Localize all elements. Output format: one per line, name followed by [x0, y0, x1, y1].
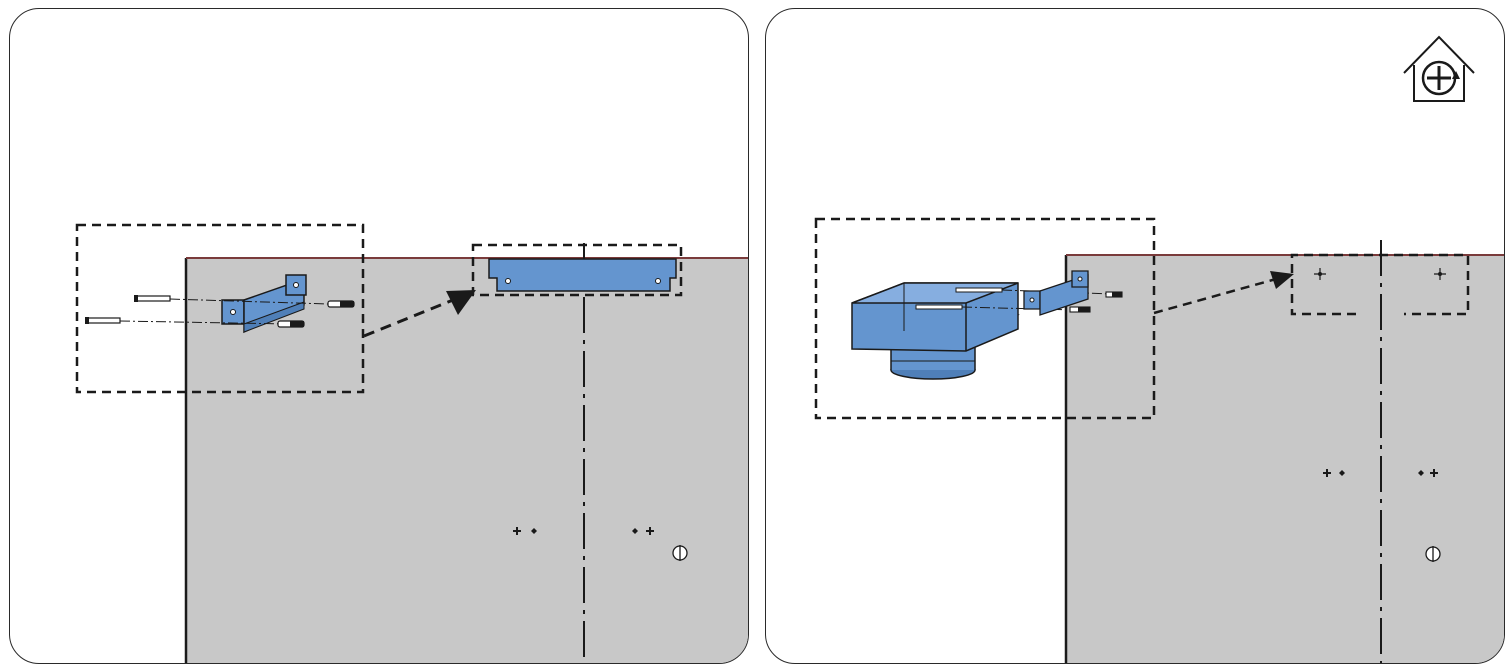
cross-mark-icon [1418, 469, 1438, 477]
bracket-icon [221, 274, 307, 334]
fan-box-icon [851, 282, 1020, 380]
bracket-installation-drawing [75, 223, 748, 663]
wall-surface [1066, 255, 1504, 663]
cross-mark-icon [632, 527, 654, 535]
drill-mark-icon [1425, 546, 1441, 562]
bracket-icon [1023, 270, 1089, 316]
wall-plug-icon [277, 320, 305, 328]
screw-icon [1105, 291, 1123, 298]
drill-point [1434, 268, 1446, 280]
drill-point [1314, 268, 1326, 280]
hole-detail-box [1290, 253, 1470, 316]
step-panel-fan-box [765, 8, 1505, 664]
cross-mark-icon [1323, 469, 1345, 477]
alignment-line [119, 320, 291, 325]
arrow-icon [1153, 271, 1294, 315]
cross-mark-icon [513, 527, 537, 535]
drill-mark-icon [672, 545, 688, 561]
detail-box [814, 217, 1156, 420]
screw-icon [1069, 306, 1091, 313]
wall-plug-icon [327, 300, 355, 308]
detail-box [75, 223, 365, 394]
mount-detail-box [471, 243, 683, 297]
house-fan-icon [1403, 35, 1475, 102]
screw-icon [134, 295, 171, 302]
screw-icon [85, 317, 121, 324]
step-panel-bracket [9, 8, 749, 664]
arrow-icon [363, 290, 476, 338]
mounted-bracket [488, 258, 677, 292]
alignment-line [169, 298, 329, 305]
fan-box-installation-drawing [814, 35, 1504, 663]
